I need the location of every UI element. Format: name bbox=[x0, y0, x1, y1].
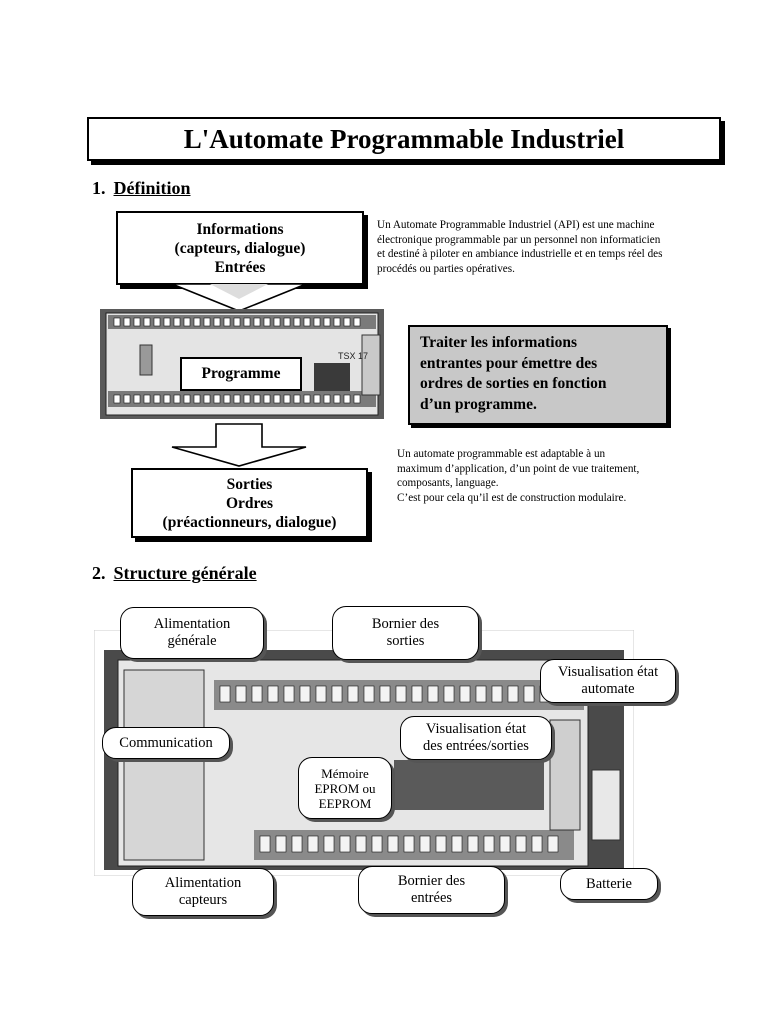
process-box: Traiter les informations entrantes pour … bbox=[408, 325, 668, 425]
outputs-box: Sorties Ordres (préactionneurs, dialogue… bbox=[131, 468, 368, 538]
paragraph-line: C’est pour cela qu’il est de constructio… bbox=[397, 491, 627, 504]
callout-line: Alimentation bbox=[153, 616, 231, 632]
inputs-line-3: Entrées bbox=[214, 258, 266, 276]
callout-io-display: Visualisation état des entrées/sorties bbox=[400, 716, 552, 760]
callout-memory: Mémoire EPROM ou EEPROM bbox=[298, 757, 392, 819]
callout-line: entrées bbox=[410, 890, 453, 906]
inputs-box: Informations (capteurs, dialogue) Entrée… bbox=[116, 211, 364, 285]
callout-power-general: Alimentation générale bbox=[120, 607, 264, 659]
paragraph-line: électronique programmable par un personn… bbox=[377, 233, 661, 246]
outputs-line-3: (préactionneurs, dialogue) bbox=[162, 513, 337, 531]
program-label: Programme bbox=[180, 357, 302, 391]
arrow-down-icon bbox=[171, 283, 307, 312]
paragraph-line: composants, language. bbox=[397, 477, 499, 489]
callout-line: des entrées/sorties bbox=[423, 738, 529, 754]
callout-line: Bornier des bbox=[397, 873, 466, 889]
section-title: Définition bbox=[113, 178, 191, 198]
paragraph-line: et destiné à piloter en ambiance industr… bbox=[377, 248, 663, 260]
callout-line: Mémoire bbox=[321, 765, 369, 781]
outputs-line-2: Ordres bbox=[225, 494, 274, 512]
callout-line: capteurs bbox=[178, 892, 228, 908]
paragraph-line: Un automate programmable est adaptable à… bbox=[397, 448, 606, 460]
section-number: 1. bbox=[92, 178, 106, 198]
callout-line: Alimentation bbox=[164, 875, 242, 891]
callout-line: Visualisation état bbox=[557, 664, 659, 680]
callout-power-sensors: Alimentation capteurs bbox=[132, 868, 274, 916]
page-title: L'Automate Programmable Industriel bbox=[87, 117, 721, 161]
outputs-line-1: Sorties bbox=[226, 475, 273, 493]
process-line: Traiter les informations bbox=[420, 334, 577, 351]
callout-line: Communication bbox=[119, 734, 213, 751]
callout-input-terminal: Bornier des entrées bbox=[358, 866, 505, 914]
callout-line: sorties bbox=[386, 633, 425, 649]
callout-state-display: Visualisation état automate bbox=[540, 659, 676, 703]
process-line: d’un programme. bbox=[420, 395, 537, 413]
device-model-label: TSX 17 bbox=[338, 351, 368, 361]
process-line: entrantes pour émettre des bbox=[420, 354, 598, 372]
callout-line: EEPROM bbox=[318, 795, 372, 811]
inputs-line-2: (capteurs, dialogue) bbox=[174, 239, 306, 257]
section-heading-structure: 2. Structure générale bbox=[92, 563, 257, 584]
paragraph-line: procédés ou parties opératives. bbox=[377, 262, 515, 275]
section-heading-definition: 1. Définition bbox=[92, 178, 191, 199]
arrow-down-icon bbox=[171, 423, 307, 467]
callout-battery: Batterie bbox=[560, 868, 658, 900]
callout-line: générale bbox=[167, 633, 217, 649]
callout-communication: Communication bbox=[102, 727, 230, 759]
process-line: ordres de sorties en fonction bbox=[420, 375, 607, 392]
paragraph-line: Un Automate Programmable Industriel (API… bbox=[377, 219, 655, 231]
inputs-line-1: Informations bbox=[196, 220, 284, 238]
section-number: 2. bbox=[92, 563, 106, 583]
section-title: Structure générale bbox=[113, 563, 257, 583]
callout-line: EPROM ou bbox=[314, 780, 376, 796]
callout-line: Batterie bbox=[586, 875, 632, 892]
callout-line: Bornier des bbox=[371, 616, 440, 632]
definition-paragraph: Un Automate Programmable Industriel (API… bbox=[377, 218, 717, 276]
modularity-paragraph: Un automate programmable est adaptable à… bbox=[397, 447, 717, 505]
paragraph-line: maximum d’application, d’un point de vue… bbox=[397, 462, 640, 475]
callout-output-terminal: Bornier des sorties bbox=[332, 606, 479, 660]
callout-line: automate bbox=[581, 681, 635, 697]
callout-line: Visualisation état bbox=[425, 721, 527, 737]
